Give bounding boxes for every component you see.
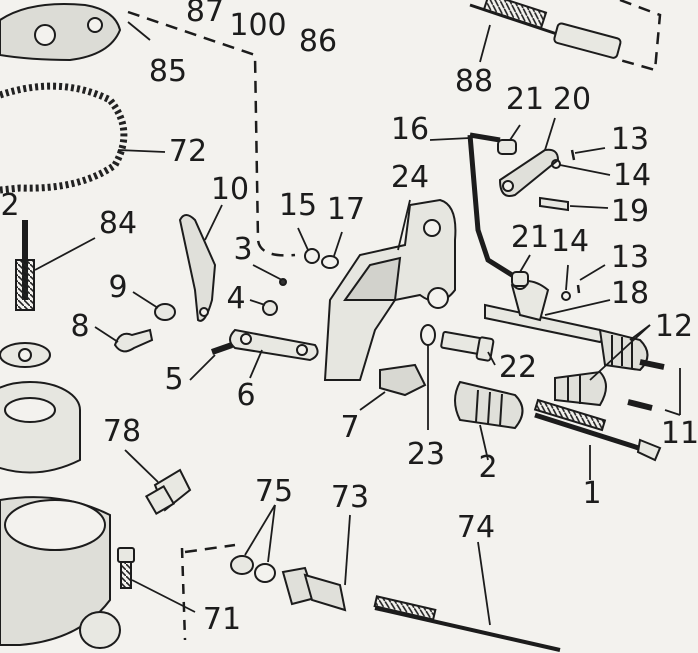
part-label-87: 87: [185, 0, 225, 29]
washer-part-hole: [18, 348, 32, 362]
link-bar-6-part: [229, 328, 319, 362]
part-label-11: 11: [660, 416, 698, 451]
long-screw-1-part: [533, 398, 662, 462]
part-label-84: 84: [98, 206, 138, 241]
washer-14-upper-part: [551, 159, 561, 169]
needle-rod-74-part: [373, 595, 561, 652]
part-label-23: 23: [406, 437, 446, 472]
clip-15-part: [304, 248, 320, 264]
part-label-3: 3: [233, 232, 253, 267]
washer-14-lower-part: [561, 291, 571, 301]
part-label-17: 17: [326, 192, 366, 227]
part-label-7: 7: [340, 410, 360, 445]
pin-21-lower-part: [511, 271, 529, 287]
part-label-21-top: 21: [505, 82, 545, 117]
knob-12-lower-part: [554, 370, 607, 407]
block-7-part: [379, 363, 427, 397]
needle-84-part: [15, 220, 35, 311]
part-label-20: 20: [552, 82, 592, 117]
screw-71-part: [117, 547, 135, 589]
dashed-guide-top: [127, 10, 296, 257]
part-label-85: 85: [148, 54, 188, 89]
part-label-2-knob: 2: [478, 450, 498, 485]
part-label-78: 78: [102, 414, 142, 449]
part-label-21-lower: 21: [510, 220, 550, 255]
pin-13-upper-part: [570, 149, 576, 161]
part-label-19: 19: [610, 194, 650, 229]
link-rod-part: [467, 132, 522, 283]
part-label-1: 1: [582, 476, 602, 511]
gasket-part: [0, 82, 128, 194]
screw-11-lower-part: [627, 399, 653, 411]
dashed-guide-bottom: [184, 543, 236, 554]
round-body-part: [0, 381, 81, 474]
fitting-78-part: [144, 468, 192, 516]
part-label-15: 15: [278, 188, 318, 223]
washer-75a-part: [230, 555, 254, 575]
lever-10-part: [178, 214, 217, 322]
part-label-13-lower: 13: [610, 240, 650, 275]
part-label-75: 75: [254, 474, 294, 509]
part-label-14-lower: 14: [550, 224, 590, 259]
part-label-72: 72: [168, 134, 208, 169]
part-label-73: 73: [330, 480, 370, 515]
part-label-6: 6: [236, 378, 256, 413]
part-label-10: 10: [210, 172, 250, 207]
washer-75b-part: [254, 563, 276, 583]
pin-5-part: [211, 342, 233, 355]
washer-4-part: [262, 300, 278, 316]
part-label-5: 5: [164, 362, 184, 397]
part-label-74: 74: [456, 510, 496, 545]
part-label-2-edge: 2: [0, 188, 20, 223]
part-label-16: 16: [390, 112, 430, 147]
part-label-13-top: 13: [610, 122, 650, 157]
screw-19-part: [539, 196, 569, 212]
pin-13-lower-part: [576, 284, 581, 294]
part-label-24: 24: [390, 160, 430, 195]
knob-2-part: [454, 380, 524, 430]
ring-23-part: [420, 324, 436, 346]
part-label-86: 86: [298, 24, 338, 59]
part-label-22: 22: [498, 350, 538, 385]
washer-17-part: [321, 255, 339, 269]
dashed-guide-right: [619, 0, 662, 72]
part-label-9: 9: [108, 270, 128, 305]
leader-lines: [34, 21, 681, 626]
part-label-12: 12: [654, 309, 694, 344]
bracket-24-part: [323, 198, 457, 381]
screw-22-part: [440, 330, 495, 362]
float-bowl-part: [0, 496, 121, 649]
part-label-18: 18: [610, 276, 650, 311]
part-label-88: 88: [454, 64, 494, 99]
dashed-guide-bottom-left: [180, 547, 187, 641]
part-label-71: 71: [202, 602, 242, 637]
part-label-4: 4: [226, 281, 246, 316]
pin-21-top-part: [497, 139, 517, 155]
fitting-73-part: [281, 566, 347, 612]
part-label-100: 100: [229, 8, 287, 43]
spring-rod-part: [469, 0, 622, 59]
part-label-8: 8: [70, 309, 90, 344]
screw-11-upper-part: [639, 359, 665, 370]
washer-9-part: [154, 303, 176, 321]
top-casting-part: [0, 3, 122, 62]
part-label-14-top: 14: [612, 158, 652, 193]
shaft-18-part: [484, 274, 606, 344]
lever-20-part: [498, 148, 560, 197]
screw-8-part: [113, 328, 154, 353]
